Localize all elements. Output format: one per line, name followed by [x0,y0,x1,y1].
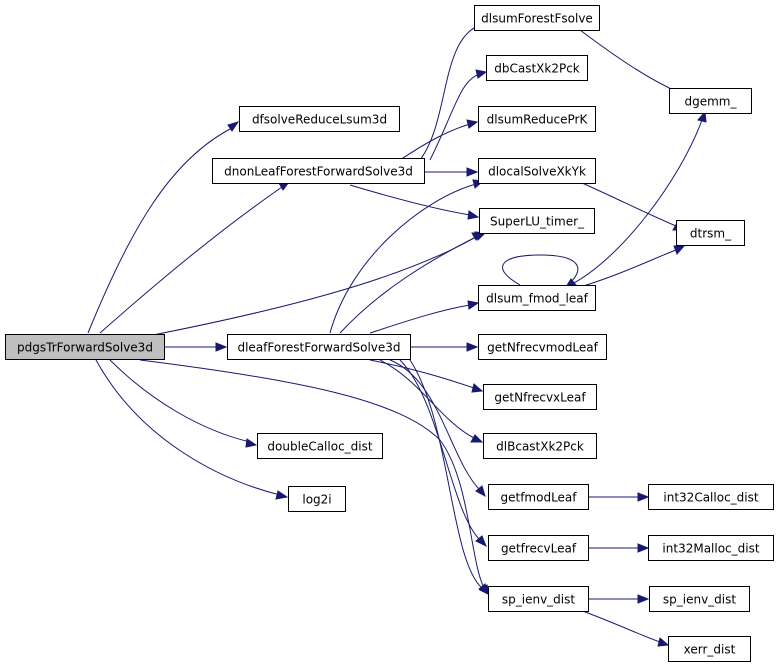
node-sp_ienv_dist[interactable]: sp_ienv_dist [488,586,589,612]
node-label: dleafForestForwardSolve3d [237,341,400,355]
edge-root-log2i-arrow [275,490,289,500]
node-dlsumForestFsolve[interactable]: dlsumForestFsolve [474,5,600,31]
edge-root-dleaf-arrow [215,342,228,352]
edge-root-spienv1 [139,359,485,589]
node-label: doubleCalloc_dist [267,440,372,454]
edge-dleaf-getnfrecvx-arrow [471,383,484,393]
edge-root-doublecalloc-arrow [245,438,258,448]
edge-dleaf-dibcast [379,359,475,439]
node-label: int32Malloc_dist [662,542,759,556]
node-dlsumReducePrK[interactable]: dlsumReducePrK [478,106,596,132]
node-sp_ienv_dist-2[interactable]: sp_ienv_dist [649,586,750,612]
edge-getfmod-int32calloc-arrow [637,492,650,502]
edge-dnonleaf-superlu-arrow [467,210,480,220]
edge-dlsumfmod-dgemm [569,119,703,286]
node-label: dbCastXk2Pck [494,62,580,76]
edge-root-doublecalloc [109,359,251,443]
node-label: sp_ienv_dist [663,593,736,607]
node-dlocalSolveXkYk[interactable]: dlocalSolveXkYk [478,158,596,184]
node-dnonLeafForestForwardSolve3d[interactable]: dnonLeafForestForwardSolve3d [212,158,425,184]
node-label: dlocalSolveXkYk [488,165,586,179]
edge-dnonleaf-dbcast [429,73,481,161]
edge-dnonleaf-superlu [349,184,471,216]
edge-dnonleaf-dlsumreduce-arrow [466,119,479,129]
edge-dlocal-dtrsm [579,181,677,227]
edge-dleaf-getnfrecvmod-arrow [466,342,479,352]
edge-dnonleaf-dlsumreduce [399,123,471,161]
edge-dleaf-superlu [339,235,479,334]
node-dgemm_[interactable]: dgemm_ [669,88,752,114]
node-label: dfsolveReduceLsum3d [252,113,387,127]
edge-root-log2i [95,359,281,496]
node-label: int32Calloc_dist [663,491,758,505]
node-label: dlsumReducePrK [487,113,589,127]
node-doubleCalloc_dist[interactable]: doubleCalloc_dist [257,433,383,459]
edge-dlsumfmod-dtrsm [579,249,677,288]
node-dbCastXk2Pck[interactable]: dbCastXk2Pck [486,55,588,81]
node-label: getNfrecvxLeaf [494,391,586,405]
node-dlBcastXk2Pck[interactable]: dlBcastXk2Pck [483,433,597,459]
node-label: dlsum_fmod_leaf [486,292,588,306]
edge-dnonleaf-dlocal-arrow [466,167,479,177]
node-label: sp_ienv_dist [502,593,575,607]
node-pdgsTrForwardSolve3d[interactable]: pdgsTrForwardSolve3d [5,334,165,360]
edge-dlsumfmod-self [502,254,579,286]
node-label: dlsumForestFsolve [481,12,593,26]
node-getfmodLeaf[interactable]: getfmodLeaf [488,484,589,510]
edge-dleaf-dibcast-arrow [470,434,484,443]
node-label: xerr_dist [684,643,736,657]
node-label: dtrsm_ [690,227,732,241]
call-graph-nodes: pdgsTrForwardSolve3d dfsolveReduceLsum3d… [5,5,774,662]
node-label: log2i [302,493,331,507]
node-label: dlBcastXk2Pck [496,440,584,454]
edge-dleaf-getfrecv [399,359,481,541]
edge-spienv1-xerr [579,609,661,643]
edge-dnonleaf-dbcast-arrow [475,69,488,79]
edge-dleaf-getfmod-arrow [475,485,486,498]
edge-root-superlu [147,236,477,337]
edge-dleaf-dlocal [329,183,477,334]
edge-dleaf-spienv1-arrow [478,583,490,596]
edge-dlsumforest-dgemm [579,29,683,95]
edge-dleaf-dlsumfmod-arrow [467,300,480,310]
node-int32Malloc_dist[interactable]: int32Malloc_dist [648,535,774,561]
node-label: SuperLU_timer_ [490,215,585,229]
edge-getfrecv-int32malloc-arrow [637,543,650,553]
edge-dlsumfmod-dgemm-arrow [697,110,707,123]
node-log2i[interactable]: log2i [288,486,346,512]
edge-root-dnonleaf [99,186,283,334]
edge-dleaf-spienv1 [409,359,483,589]
node-label: dnonLeafForestForwardSolve3d [224,165,413,179]
node-label: getfrecvLeaf [501,542,577,556]
node-int32Calloc_dist[interactable]: int32Calloc_dist [648,484,774,510]
edge-spienv1-xerr-arrow [657,637,670,647]
node-dtrsm_[interactable]: dtrsm_ [676,220,745,246]
node-dleafForestForwardSolve3d[interactable]: dleafForestForwardSolve3d [227,334,411,360]
node-dlsum_fmod_leaf[interactable]: dlsum_fmod_leaf [478,285,596,311]
node-SuperLU_timer_[interactable]: SuperLU_timer_ [479,208,595,234]
edge-dleaf-getfrecv-arrow [475,535,487,548]
node-getfrecvLeaf[interactable]: getfrecvLeaf [488,535,589,561]
node-getNfrecvmodLeaf[interactable]: getNfrecvmodLeaf [478,334,607,360]
node-label: getNfrecvmodLeaf [487,341,599,355]
node-label: getfmodLeaf [500,491,577,505]
edge-dnonleaf-dlsumforest [419,24,481,161]
edge-root-dfsolve [87,127,233,334]
node-getNfrecvxLeaf[interactable]: getNfrecvxLeaf [483,384,597,410]
edge-root-dfsolve-arrow [227,121,240,132]
edge-spienv1-spienv2-arrow [637,594,650,604]
node-label: dgemm_ [685,95,738,109]
edge-dleaf-dlsumfmod [369,304,471,334]
node-label: pdgsTrForwardSolve3d [17,341,153,355]
edge-dlsumfmod-dtrsm-arrow [673,245,686,255]
node-xerr_dist[interactable]: xerr_dist [668,636,751,662]
edge-dleaf-getfmod [389,359,481,491]
node-dfsolveReduceLsum3d[interactable]: dfsolveReduceLsum3d [239,106,400,132]
